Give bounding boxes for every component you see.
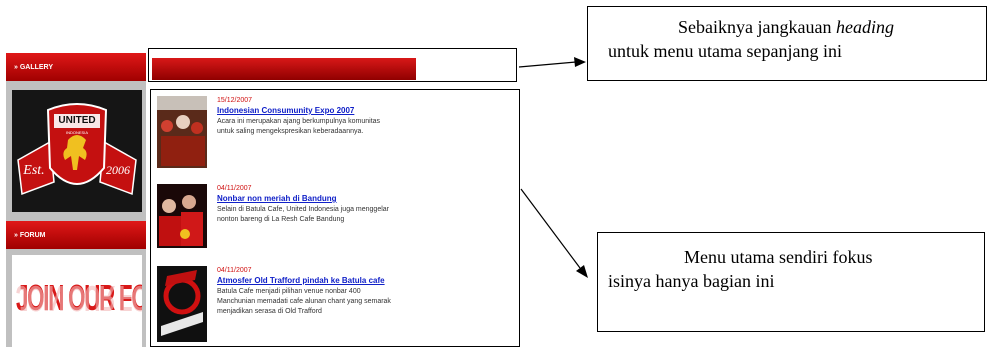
news-desc-line: Selain di Batula Cafe, United Indonesia … [217,206,390,213]
news-desc-line: untuk saling mengekspresikan keberadaann… [217,128,364,135]
news-desc-line: Manchunian memadati cafe alunan chant ya… [217,298,391,305]
news-title-link[interactable]: Atmosfer Old Trafford pindah ke Batula c… [217,276,385,285]
news-desc-line: nonton bareng di La Resh Cafe Bandung [217,216,345,223]
crowd-photo-icon [157,96,207,168]
gallery-label: » GALLERY [14,63,54,71]
news-date: 15/12/2007 [217,97,253,104]
news-desc-line: menjadikan serasa di Old Trafford [217,308,322,315]
news-thumbnail[interactable] [157,266,207,342]
heading-callout-line1: Sebaiknya jangkauan [678,17,836,37]
logo-left-text: Est. [22,163,44,178]
heading-annotation-frame [148,48,517,82]
menu-callout-line2: isinya hanya bagian ini [608,271,775,291]
crest-icon: UNITED INDONESIA Est. 2006 [12,90,142,212]
heading-callout-emphasis: heading [835,17,894,37]
news-date: 04/11/2007 [217,185,252,192]
united-indonesia-logo[interactable]: UNITED INDONESIA Est. 2006 [12,90,142,212]
forum-banner-text: JOIN OUR FORUM [16,277,142,318]
logo-right-text: 2006 [106,163,130,177]
arrow-head-icon [576,265,588,278]
arrow-head-icon [574,57,586,67]
gallery-header[interactable]: » GALLERY [6,53,146,81]
fans-photo-icon [157,184,207,248]
heading-callout-line2: untuk menu utama sepanjang ini [608,41,842,61]
logo-sub-text: INDONESIA [66,130,88,135]
news-thumbnail[interactable] [157,96,207,168]
forum-header[interactable]: » FORUM [6,221,146,249]
news-title-link[interactable]: Nonbar non meriah di Bandung [217,194,337,203]
heading-callout-box: Sebaiknya jangkauan heading untuk menu u… [587,6,987,81]
news-thumbnail[interactable] [157,184,207,248]
news-date: 04/11/2007 [217,267,252,274]
news-title-link[interactable]: Indonesian Consumunity Expo 2007 [217,106,355,115]
menu-callout-line1: Menu utama sendiri fokus [684,247,873,267]
news-desc-line: Batula Cafe menjadi pilihan venue nonbar… [217,288,361,295]
menu-callout-box: Menu utama sendiri fokus isinya hanya ba… [597,232,985,332]
main-heading-bar [152,58,416,80]
join-forum-banner[interactable]: JOIN OUR FORUM JOIN OUR FORUM [12,255,142,347]
logo-top-text: UNITED [58,115,95,126]
forum-label: » FORUM [14,231,46,239]
left-sidebar: » GALLERY UNITED INDONESIA Est. 2006 » F… [6,53,146,347]
poster-photo-icon [157,266,207,342]
news-desc-line: Acara ini merupakan ajang berkumpulnya k… [217,118,381,125]
